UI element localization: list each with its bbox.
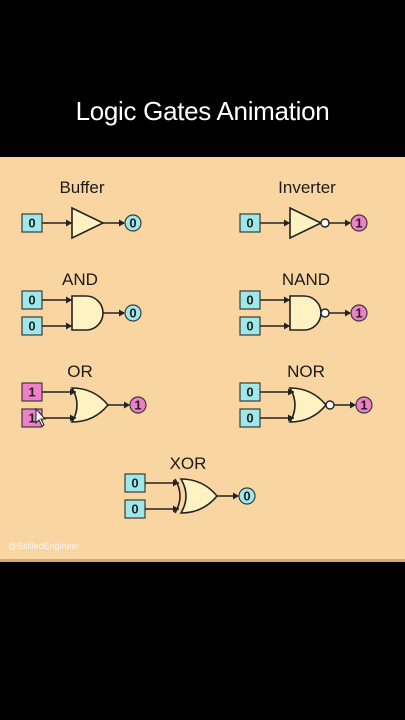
inverter-inversion-bubble <box>320 218 330 228</box>
or-output-box <box>129 396 147 414</box>
inverter-symbol <box>289 206 323 240</box>
and-output-value: 0 <box>129 306 136 321</box>
nand-output-box <box>350 304 368 322</box>
video-title: Logic Gates Animation <box>75 96 330 126</box>
nor-output-box <box>355 396 373 414</box>
xor-output-box <box>238 487 256 505</box>
inverter-output-box <box>350 214 368 232</box>
nand-symbol <box>289 295 322 331</box>
and-input-2-value: 0 <box>28 319 35 334</box>
nand-inversion-bubble <box>320 308 330 318</box>
arrowhead <box>173 479 179 487</box>
arrowhead <box>345 309 351 317</box>
or-input-1-value: 1 <box>28 385 35 400</box>
arrowhead <box>124 401 130 409</box>
buffer-output-value: 0 <box>129 216 136 231</box>
nor-symbol <box>288 387 328 423</box>
mouse-cursor-icon <box>35 407 47 427</box>
and-output-box <box>124 304 142 322</box>
buffer-symbol <box>71 206 105 240</box>
nand-input-2-value: 0 <box>246 319 253 334</box>
xor-label: XOR <box>170 454 207 473</box>
or-label: OR <box>67 362 93 381</box>
arrowhead <box>119 219 125 227</box>
arrowhead <box>288 414 294 422</box>
xor-symbol <box>179 478 219 514</box>
and-input-1-value: 0 <box>28 293 35 308</box>
arrowhead <box>173 505 179 513</box>
arrowhead <box>119 309 125 317</box>
watermark: @SkilledEngineer <box>8 541 80 551</box>
nand-gate: NAND 0 0 1 <box>239 270 368 336</box>
arrowhead <box>70 414 76 422</box>
xor-gate: XOR 0 0 0 <box>124 454 256 519</box>
inverter-input-1-value: 0 <box>246 216 253 231</box>
arrowhead <box>233 492 239 500</box>
arrowhead <box>66 296 72 304</box>
arrowhead <box>345 219 351 227</box>
or-output-value: 1 <box>134 398 141 413</box>
nor-gate: NOR 0 0 1 <box>239 362 373 428</box>
arrowhead <box>66 219 72 227</box>
and-gate: AND 0 0 0 <box>21 270 142 336</box>
buffer-gate: Buffer 0 0 <box>21 178 142 240</box>
arrowhead <box>350 401 356 409</box>
inverter-label: Inverter <box>278 178 336 197</box>
cursor-arrow <box>35 407 47 427</box>
buffer-output-box <box>124 214 142 232</box>
arrowhead <box>288 388 294 396</box>
nand-label: NAND <box>282 270 330 289</box>
buffer-label: Buffer <box>59 178 104 197</box>
nor-inversion-bubble <box>325 400 335 410</box>
arrowhead <box>66 322 72 330</box>
arrowhead <box>284 296 290 304</box>
xor-input-2-value: 0 <box>131 502 138 517</box>
and-symbol <box>71 295 104 331</box>
xor-output-value: 0 <box>243 489 250 504</box>
and-label: AND <box>62 270 98 289</box>
arrowhead <box>284 219 290 227</box>
nand-output-value: 1 <box>355 306 362 321</box>
nor-input-2-value: 0 <box>246 411 253 426</box>
nor-output-value: 1 <box>360 398 367 413</box>
xor-input-1-value: 0 <box>131 476 138 491</box>
buffer-input-1-value: 0 <box>28 216 35 231</box>
nand-input-1-value: 0 <box>246 293 253 308</box>
arrowhead <box>70 388 76 396</box>
arrowhead <box>284 322 290 330</box>
nor-input-1-value: 0 <box>246 385 253 400</box>
inverter-gate: Inverter 0 1 <box>239 178 368 240</box>
nor-label: NOR <box>287 362 325 381</box>
or-symbol <box>70 387 110 423</box>
inverter-output-value: 1 <box>355 216 362 231</box>
or-input-2-value: 1 <box>28 411 35 426</box>
